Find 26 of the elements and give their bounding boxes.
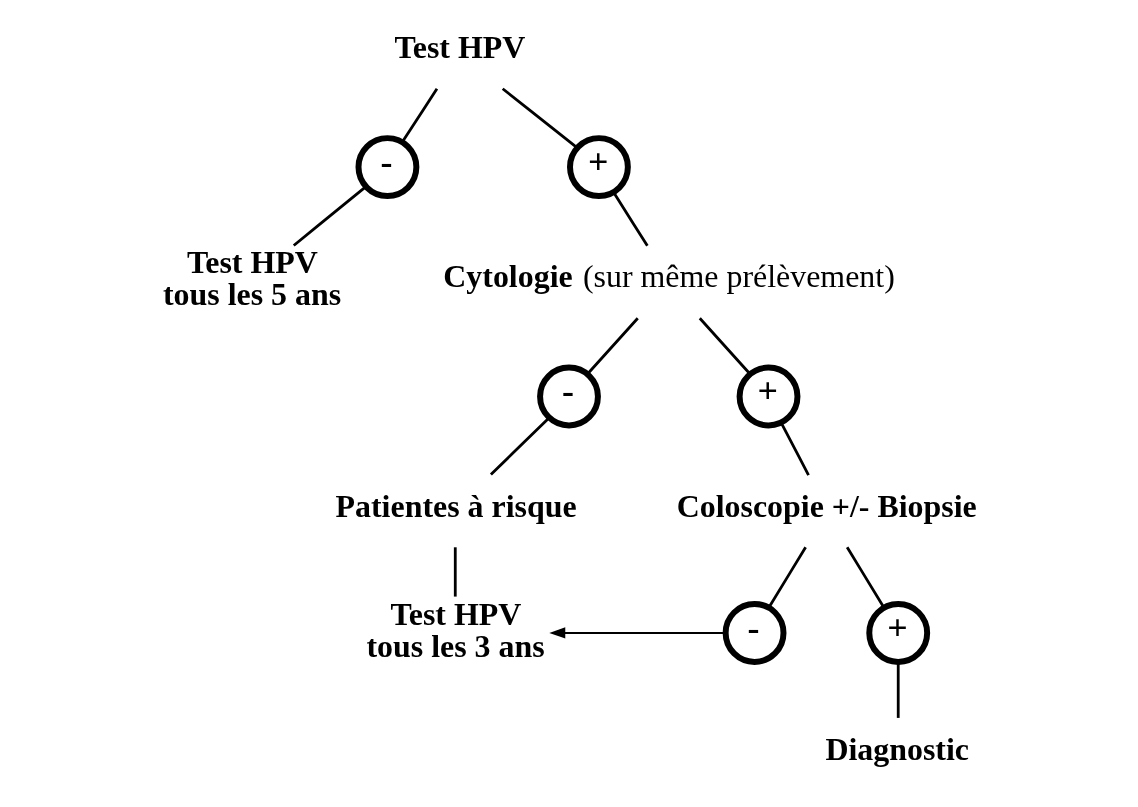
connector xyxy=(292,185,366,247)
node-circle: - xyxy=(355,135,419,199)
node-circle: - xyxy=(536,364,601,429)
connector xyxy=(453,547,457,597)
node-text: Test HPV tous les 5 ans xyxy=(162,245,341,313)
node-circle: + xyxy=(736,364,800,429)
connector xyxy=(767,546,807,609)
connector xyxy=(845,546,885,609)
node-text: Test HPV tous les 3 ans xyxy=(365,596,545,664)
connector xyxy=(400,88,438,143)
connector xyxy=(779,422,810,476)
arrow xyxy=(548,627,726,639)
connector xyxy=(698,317,751,375)
node-text: Diagnostic xyxy=(824,732,969,768)
node-circle: - xyxy=(722,601,786,665)
node-text: Patientes à risque xyxy=(335,488,577,524)
connector xyxy=(501,87,578,149)
node-text: Test HPV xyxy=(393,29,525,65)
node-circle: + xyxy=(566,135,631,199)
connector xyxy=(612,191,649,247)
node-text: Cytologie (sur même prélèvement) xyxy=(442,259,895,295)
node-circle: + xyxy=(865,601,930,665)
node-text: Coloscopie +/- Biopsie xyxy=(676,488,977,524)
connector xyxy=(896,662,900,718)
connector xyxy=(489,416,550,476)
connector xyxy=(585,317,639,375)
